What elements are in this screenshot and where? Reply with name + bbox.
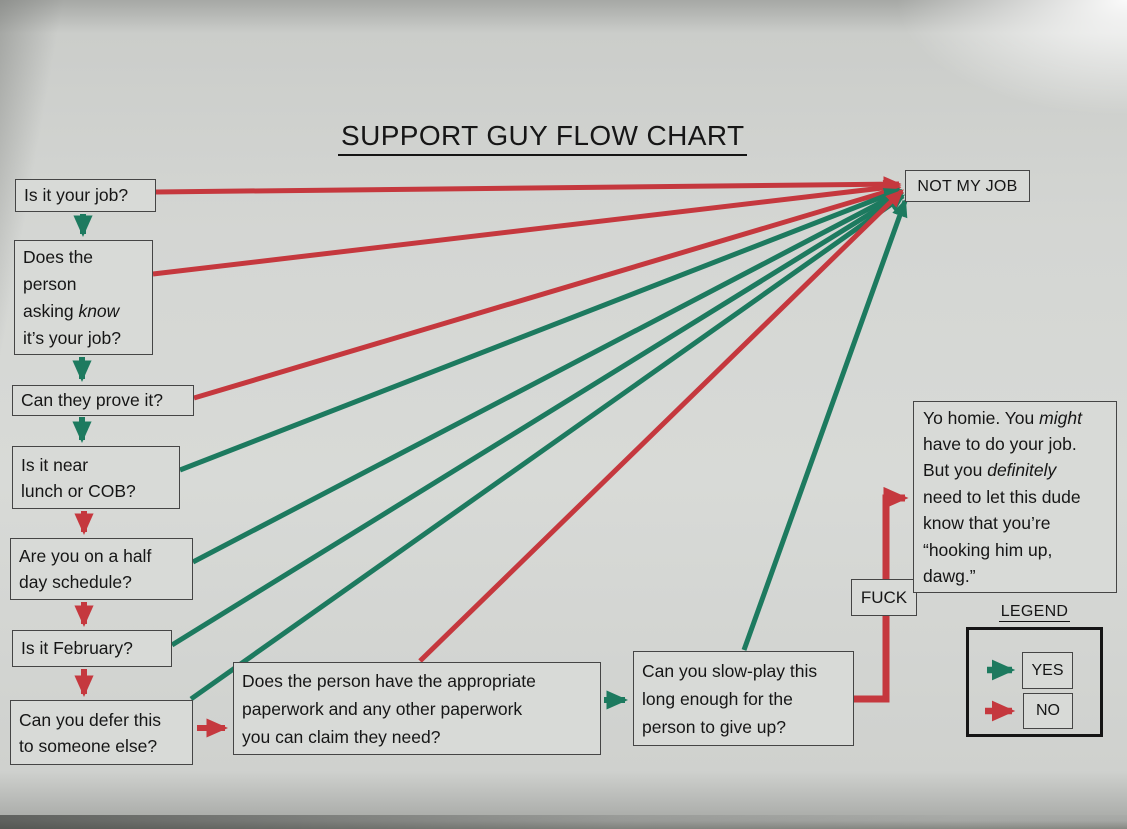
node-is-it-february: Is it February? [12, 630, 172, 667]
node-text: Is it February? [21, 638, 133, 658]
node-is-it-your-job: Is it your job? [15, 179, 156, 212]
edge-q3-no-line [193, 184, 902, 401]
node-text-line: Is it near [21, 454, 89, 475]
edge-q5-yes-line [191, 189, 904, 565]
node-text-line: asking know [23, 300, 120, 321]
edge-q4-yes-line [179, 187, 903, 473]
edge-q8-no-line [418, 189, 904, 663]
node-text-line: Yo homie. You might [923, 407, 1082, 428]
node-do-your-job: Yo homie. You might have to do your job.… [913, 401, 1117, 593]
node-text-line: Does the person have the appropriate [242, 670, 536, 691]
node-text-line: Does the [23, 246, 94, 267]
photo-bottom-shadow [0, 815, 1127, 829]
node-text: NOT MY JOB [917, 177, 1018, 195]
node-fuck-label: FUCK [851, 579, 917, 616]
node-defer-to-someone: Can you defer this to someone else? [10, 700, 193, 765]
legend-no-label: NO [1023, 693, 1073, 729]
node-text-line: Can you slow-play this [642, 660, 818, 681]
edge-q7-yes-line [189, 193, 906, 702]
node-appropriate-paperwork: Does the person have the appropriate pap… [233, 662, 601, 755]
node-text-line: But you definitely [923, 460, 1057, 481]
node-text: Is it your job? [24, 185, 129, 205]
legend-title: LEGEND [998, 603, 1071, 622]
page-title: SUPPORT GUY FLOW CHART [338, 120, 748, 156]
node-text-line: you can claim they need? [242, 726, 441, 747]
node-text: FUCK [860, 588, 908, 607]
node-not-my-job: NOT MY JOB [905, 170, 1030, 202]
node-text-line: paperwork and any other paperwork [242, 698, 523, 719]
node-text: Can they prove it? [21, 390, 164, 410]
node-text-line: person [23, 273, 77, 294]
node-text-line: long enough for the [642, 688, 793, 709]
edge-q6-yes-line [170, 191, 905, 648]
node-text-line: day schedule? [19, 572, 132, 592]
node-text-line: Can you defer this [19, 709, 162, 730]
node-can-they-prove-it: Can they prove it? [12, 385, 194, 416]
node-text-line: lunch or COB? [21, 480, 136, 501]
node-text-line: know that you’re [923, 513, 1051, 534]
legend-box [966, 627, 1103, 737]
node-text-line: need to let this dude [923, 486, 1081, 507]
node-text-line: person to give up? [642, 716, 786, 737]
node-slow-play: Can you slow-play this long enough for t… [633, 651, 854, 746]
edge-q1-no-line [155, 176, 902, 195]
node-does-person-know: Does the person asking know it’s your jo… [14, 240, 153, 355]
node-half-day-schedule: Are you on a half day schedule? [10, 538, 193, 600]
node-text-line: Are you on a half [19, 546, 152, 566]
node-near-lunch-or-cob: Is it near lunch or COB? [12, 446, 180, 509]
node-text-line: “hooking him up, [923, 539, 1053, 560]
node-text-line: dawg.” [923, 566, 976, 587]
node-text-line: it’s your job? [23, 327, 121, 348]
edge-q2-no-line [152, 179, 902, 277]
node-text-line: have to do your job. [923, 433, 1077, 454]
legend-yes-label: YES [1022, 652, 1073, 689]
node-text-line: to someone else? [19, 735, 158, 756]
